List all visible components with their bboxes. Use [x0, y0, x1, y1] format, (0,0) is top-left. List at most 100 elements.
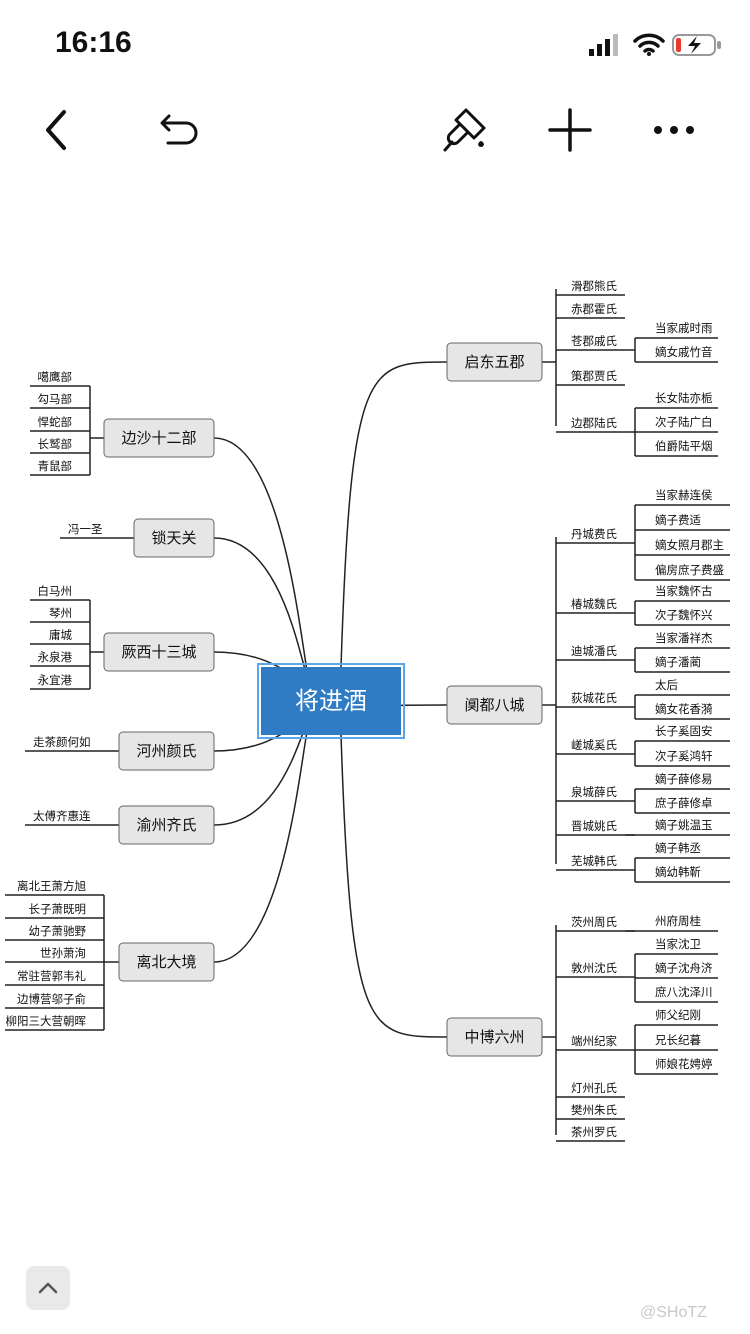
branch-connector [213, 437, 310, 682]
branch-connector [340, 734, 448, 1038]
leaf-label: 长鹫部 [38, 437, 73, 451]
sub-branch-label: 芜城韩氏 [571, 854, 617, 868]
leaf-label: 庸城 [49, 628, 72, 642]
leaf-label: 永宜港 [38, 673, 73, 687]
root-node-selection [257, 663, 405, 739]
sub-branch-label: 滑郡熊氏 [571, 279, 617, 293]
branch-label: 河州颜氏 [136, 742, 196, 760]
sub-branch-label: 策郡贾氏 [571, 369, 617, 383]
sub-branch-label: 嵯城奚氏 [571, 738, 617, 752]
undo-button[interactable] [150, 95, 210, 165]
branch-label: 边沙十二部 [121, 429, 196, 447]
add-button[interactable] [540, 95, 600, 165]
leaf-label: 长子奚固安 [655, 724, 713, 738]
branch-label: 锁天关 [151, 529, 196, 547]
battery-charging-icon [672, 34, 721, 56]
leaf-label: 嫡幼韩靳 [655, 865, 701, 879]
leaf-label: 伯爵陆平烟 [655, 439, 713, 453]
leaf-label: 州府周桂 [655, 914, 701, 928]
leaf-label: 白马州 [38, 584, 73, 598]
branch-node[interactable] [446, 342, 543, 382]
sub-branch-label: 迪城潘氏 [571, 644, 617, 658]
leaf-label: 当家魏怀古 [655, 584, 713, 598]
branch-node[interactable] [118, 942, 215, 982]
cellular-signal-icon [589, 34, 618, 56]
sub-branch-label: 晋城姚氏 [571, 819, 617, 833]
branch-node[interactable] [103, 418, 215, 458]
root-node[interactable] [261, 667, 401, 735]
sub-branch-label: 边郡陆氏 [571, 416, 617, 430]
leaf-label: 兄长纪暮 [655, 1033, 701, 1047]
leaf-label: 世孙萧洵 [40, 946, 86, 960]
leaf-label: 嫡女照月郡主 [655, 538, 724, 552]
branch-connector [340, 361, 448, 668]
sub-branch-label: 敦州沈氏 [571, 961, 617, 975]
branch-node[interactable] [118, 731, 215, 771]
leaf-label: 嫡子沈舟济 [655, 961, 713, 975]
leaf-label: 离北王萧方旭 [17, 879, 86, 893]
leaf-label: 青鼠部 [38, 459, 73, 473]
branch-label: 离北大境 [136, 953, 196, 971]
branch-node[interactable] [133, 518, 215, 558]
more-button[interactable] [644, 95, 704, 165]
scroll-up-button[interactable] [26, 1266, 70, 1310]
paint-brush-icon [443, 108, 486, 152]
leaf-label: 当家潘祥杰 [655, 631, 713, 645]
branch-node[interactable] [118, 805, 215, 845]
leaf-label: 庶八沈泽川 [655, 985, 713, 999]
toolbar [0, 95, 750, 175]
leaf-label: 嫡子费适 [655, 513, 701, 527]
leaf-label: 嫡子韩丞 [655, 841, 701, 855]
leaf-label: 长女陆亦栀 [655, 391, 713, 405]
leaf-label: 幼子萧驰野 [29, 924, 87, 938]
leaf-label: 师娘花娉婷 [655, 1057, 713, 1071]
wifi-icon [633, 33, 665, 56]
leaf-label: 次子奚鸿轩 [655, 749, 713, 763]
leaf-label: 偏房庶子费盛 [655, 563, 724, 577]
sub-branch-label: 端州纪家 [571, 1034, 617, 1048]
leaf-label: 走茶颜何如 [33, 735, 91, 749]
plus-icon [548, 108, 592, 152]
leaf-label: 边博营邬子俞 [17, 992, 86, 1006]
leaf-label: 当家赫连侯 [655, 488, 713, 502]
sub-branch-label: 椿城魏氏 [571, 597, 617, 611]
sub-branch-label: 樊州朱氏 [571, 1103, 617, 1117]
undo-icon [160, 114, 198, 145]
chevron-up-icon [38, 1282, 58, 1294]
status-time: 16:16 [55, 26, 132, 59]
leaf-label: 当家戚时雨 [655, 321, 713, 335]
branch-label: 渝州齐氏 [136, 816, 196, 834]
leaf-label: 太后 [655, 678, 678, 692]
root-node-label: 将进酒 [295, 687, 367, 715]
leaf-label: 嫡子潘蔺 [655, 655, 701, 669]
sub-branch-label: 苍郡戚氏 [571, 334, 617, 348]
leaf-label: 次子陆广白 [655, 415, 713, 429]
leaf-label: 冯一圣 [68, 522, 103, 536]
status-bar: 16:16 [0, 0, 750, 90]
style-button[interactable] [436, 95, 496, 165]
branch-label: 启东五郡 [464, 353, 524, 371]
leaf-label: 庶子薛修卓 [655, 796, 713, 810]
branch-node[interactable] [103, 632, 215, 672]
leaf-label: 太傅齐惠连 [33, 809, 91, 823]
leaf-label: 嫡女戚竹音 [655, 345, 713, 359]
leaf-label: 当家沈卫 [655, 937, 701, 951]
leaf-label: 师父纪刚 [655, 1008, 701, 1022]
back-button[interactable] [26, 95, 86, 165]
back-icon [46, 110, 66, 150]
sub-branch-label: 茶州罗氏 [571, 1125, 617, 1139]
branch-node[interactable] [446, 1017, 543, 1057]
more-icon [654, 126, 694, 134]
leaf-label: 嫡子薛修易 [655, 772, 713, 786]
sub-branch-label: 茨州周氏 [571, 915, 617, 929]
leaf-label: 悍蛇部 [38, 415, 73, 429]
leaf-label: 嫡女花香漪 [655, 702, 713, 716]
sub-branch-label: 灯州孔氏 [571, 1081, 617, 1095]
sub-branch-label: 丹城费氏 [571, 527, 617, 541]
branch-node[interactable] [446, 685, 543, 725]
sub-branch-label: 泉城薛氏 [571, 785, 617, 799]
branch-label: 阒都八城 [464, 696, 524, 714]
leaf-label: 噶鹰部 [38, 370, 73, 384]
leaf-label: 永泉港 [38, 650, 73, 664]
